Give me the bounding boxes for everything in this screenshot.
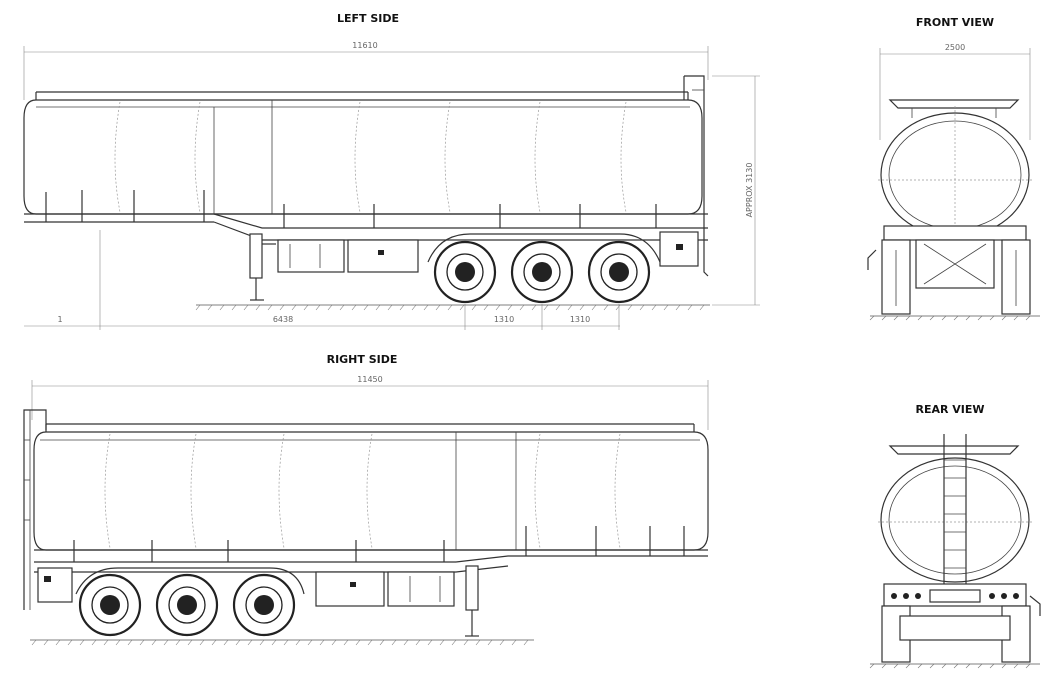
right-landing-gear [465, 565, 479, 611]
front-width-dimension: 2500 [945, 43, 965, 52]
left-kingpin-axle-dimension: 6438 [273, 315, 293, 324]
rear-view: REAR VIEW [869, 403, 1041, 669]
rear-ladder [943, 434, 967, 588]
left-axle-spacing-1: 1310 [494, 315, 514, 324]
left-front-overhang-dimension: 1 [57, 315, 62, 324]
rear-tank-shell [880, 457, 1030, 583]
left-tank-body [23, 99, 703, 215]
right-side-title: RIGHT SIDE [327, 353, 398, 366]
right-toolbox [315, 571, 385, 607]
left-length-dimension: 11610 [352, 41, 377, 50]
left-axle-spacing-2: 1310 [570, 315, 590, 324]
left-side-view: LEFT SIDE 11610 APPROX 3130 [23, 12, 760, 330]
rear-lights [891, 593, 1019, 599]
left-toolbox [347, 239, 419, 273]
right-wheels [78, 573, 296, 637]
right-rail-posts [73, 526, 685, 562]
left-rail-posts [45, 190, 657, 228]
front-view: FRONT VIEW 2500 [867, 16, 1040, 321]
rear-view-title: REAR VIEW [915, 403, 984, 416]
left-wheels [433, 240, 651, 304]
left-height-dimension: APPROX 3130 [745, 163, 754, 218]
right-tank-body [33, 431, 709, 551]
left-side-title: LEFT SIDE [337, 12, 399, 25]
right-side-view: RIGHT SIDE 11450 [23, 353, 709, 646]
right-length-dimension: 11450 [357, 375, 382, 384]
left-landing-gear [249, 233, 263, 279]
front-view-title: FRONT VIEW [916, 16, 994, 29]
